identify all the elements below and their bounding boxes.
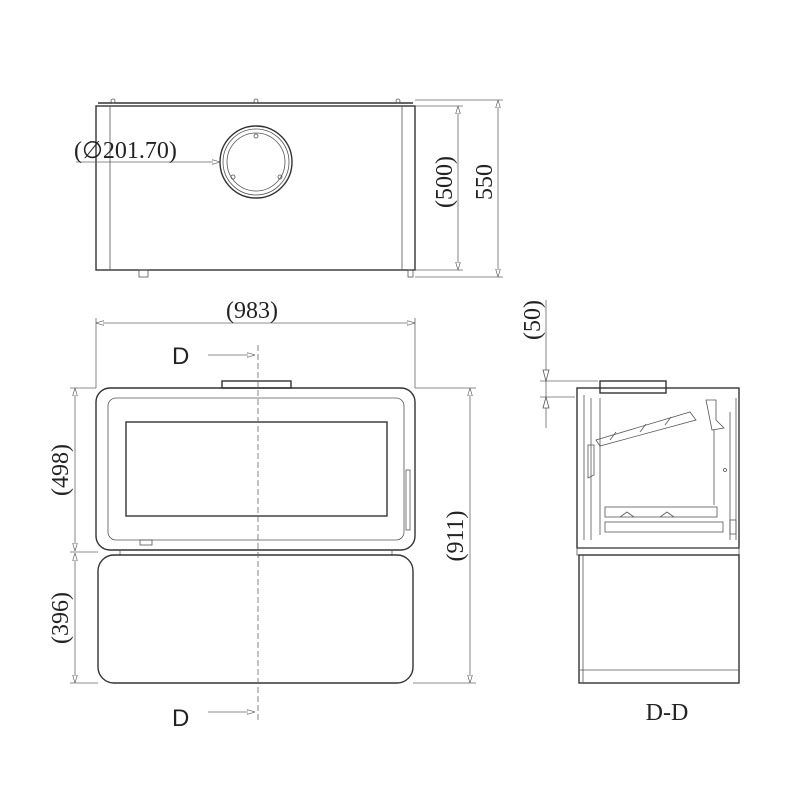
section-title: D-D: [646, 700, 689, 726]
ash-pan: [604, 521, 724, 533]
door-handle: [405, 469, 411, 531]
section-base: [578, 554, 740, 684]
diameter-label: (∅201.70): [74, 138, 177, 164]
section-flue: [599, 380, 667, 394]
front-view: (983) D D (498) (396) (911): [48, 298, 476, 732]
depth-total-label: 550: [472, 164, 498, 200]
section-body: [576, 387, 740, 549]
offset-label: (50): [520, 300, 546, 340]
stove-body: [95, 387, 416, 551]
width-label: (983): [226, 298, 278, 324]
stove-base: [97, 554, 414, 684]
flue-collar: [219, 125, 293, 199]
depth-inner-label: (500): [432, 156, 458, 208]
upper-height-label: (498): [48, 444, 74, 496]
air-control: [729, 519, 737, 535]
flue-outlet: [221, 380, 292, 389]
baffle-plate: [595, 411, 697, 447]
total-height-label: (911): [443, 510, 469, 561]
section-marker-top: D: [172, 343, 189, 370]
grate: [604, 506, 718, 518]
section-marker-bottom: D: [172, 705, 189, 732]
section-view: (50) D-D: [520, 300, 740, 726]
top-view: (∅201.70) (500) 550: [74, 98, 503, 278]
top-view-outline: [95, 105, 416, 271]
door-glass: [125, 421, 388, 517]
lower-height-label: (396): [48, 592, 74, 644]
